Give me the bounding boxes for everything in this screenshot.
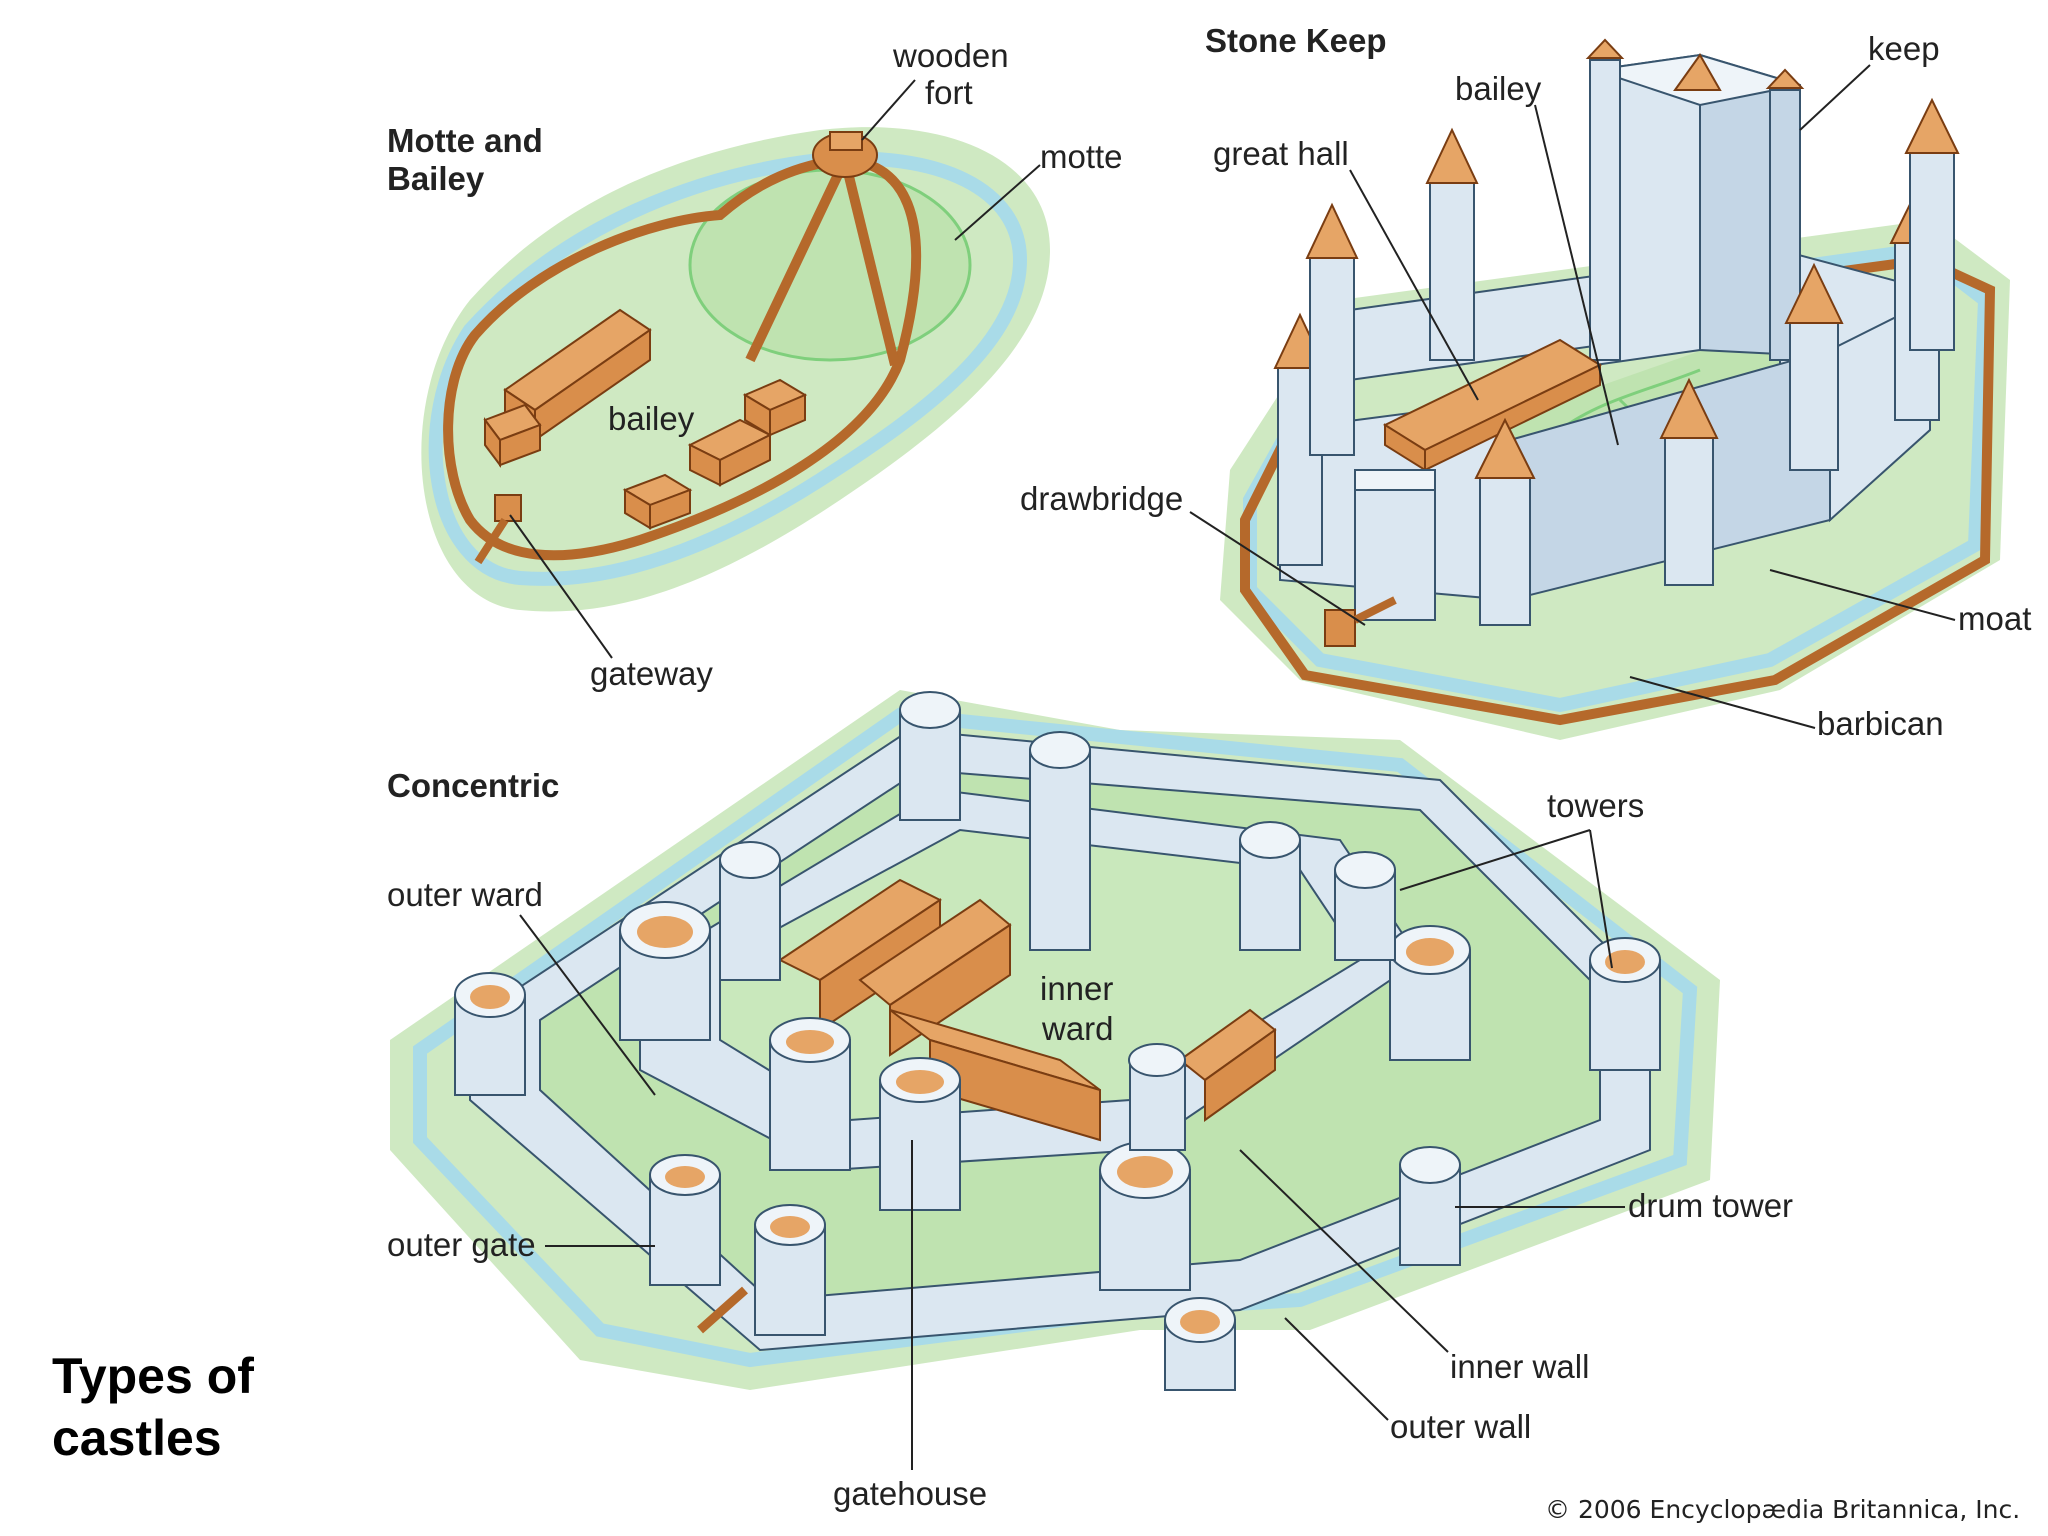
motte-and-bailey-illustration	[421, 127, 1051, 612]
outer-gate	[649, 1154, 826, 1336]
concentric-towers	[454, 691, 1661, 1391]
label-inner-wall: inner wall	[1450, 1348, 1589, 1385]
motte-and-bailey-title-line2: Bailey	[387, 160, 485, 197]
label-bailey: bailey	[608, 400, 695, 437]
label-great-hall: great hall	[1213, 135, 1349, 172]
label-drum-tower: drum tower	[1628, 1187, 1793, 1224]
label-towers: towers	[1547, 787, 1644, 824]
label-barbican: barbican	[1817, 705, 1944, 742]
label-gateway: gateway	[590, 655, 713, 692]
label-moat: moat	[1958, 600, 2031, 637]
label-keep: keep	[1868, 30, 1940, 67]
caption: Types of castles	[52, 1345, 332, 1469]
label-ward: ward	[1041, 1010, 1114, 1047]
gatehouse	[769, 1017, 961, 1211]
keep-tower	[1585, 38, 1805, 367]
label-outer-ward: outer ward	[387, 876, 543, 913]
label-bailey-keep: bailey	[1455, 70, 1542, 107]
caption-line-2: castles	[52, 1410, 222, 1466]
label-gatehouse: gatehouse	[833, 1475, 987, 1512]
gateway	[494, 494, 522, 522]
concentric-title: Concentric	[387, 767, 559, 804]
label-outer-wall: outer wall	[1390, 1408, 1531, 1445]
label-outer-gate: outer gate	[387, 1226, 536, 1263]
stone-keep-towers	[1273, 97, 1960, 626]
stone-keep-title: Stone Keep	[1205, 22, 1387, 59]
concentric-illustration	[390, 690, 1720, 1391]
label-wooden: wooden	[892, 37, 1009, 74]
label-fort: fort	[925, 74, 973, 111]
label-drawbridge: drawbridge	[1020, 480, 1183, 517]
copyright-notice: © 2006 Encyclopædia Britannica, Inc.	[1545, 1495, 2021, 1524]
caption-line-1: Types of	[52, 1348, 254, 1404]
label-motte: motte	[1040, 138, 1123, 175]
motte-and-bailey-title: Motte and	[387, 122, 543, 159]
stone-keep-illustration	[1220, 38, 2010, 740]
drawbridge	[1324, 609, 1356, 647]
label-inner: inner	[1040, 970, 1113, 1007]
